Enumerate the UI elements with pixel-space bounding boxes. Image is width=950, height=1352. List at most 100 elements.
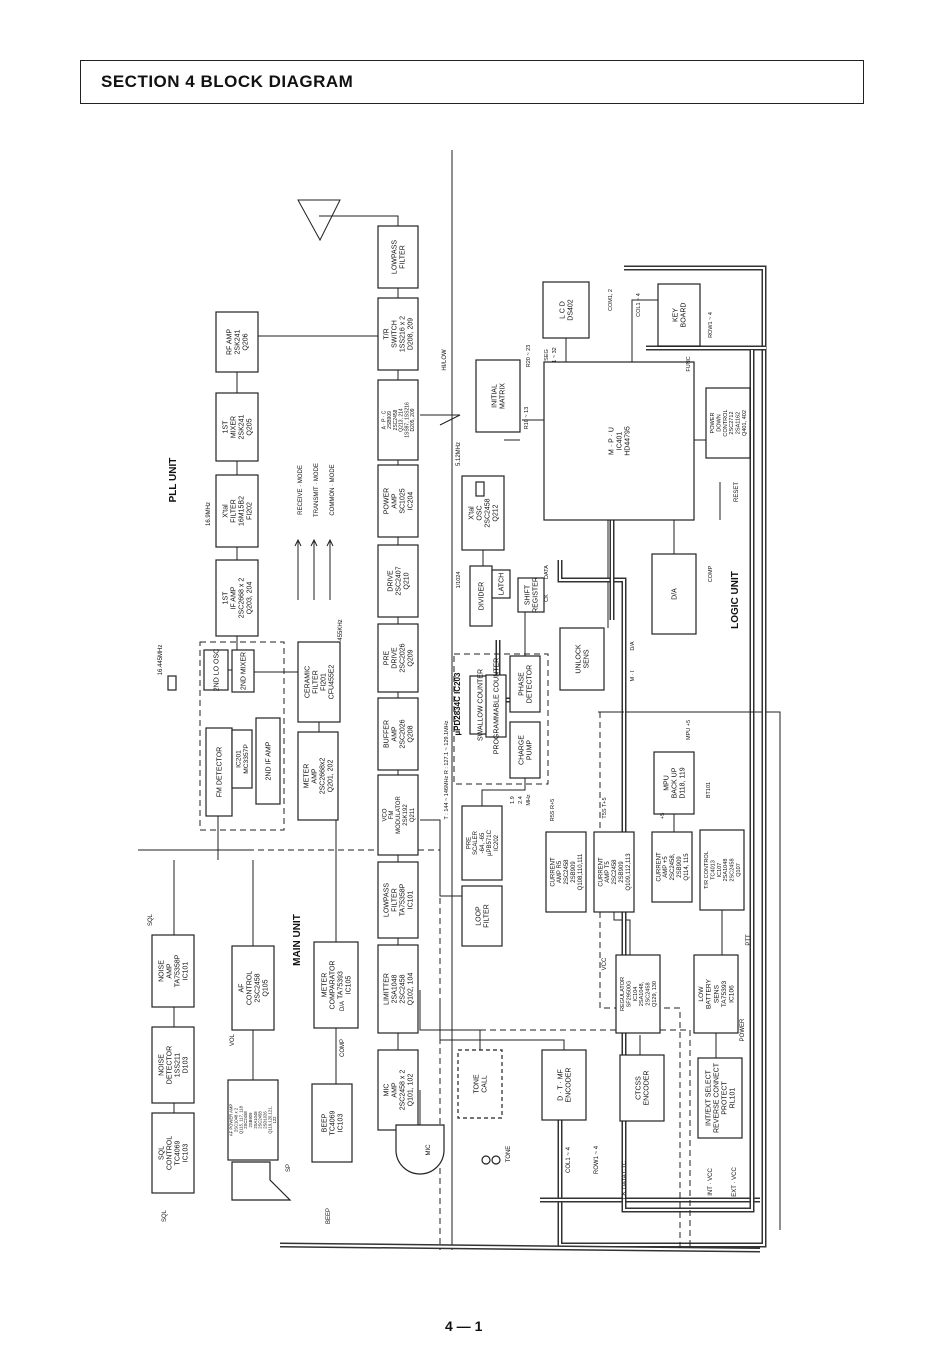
- block-label: T/R CONTROL: [704, 851, 710, 889]
- block-label: A · P · C: [381, 410, 387, 429]
- block-label: HD44795: [625, 426, 632, 456]
- block-label: CALL: [481, 1075, 488, 1093]
- block-label: 2SC2458: [484, 498, 491, 527]
- block-label: 2SB909: [248, 1112, 253, 1128]
- block-label: 2SK192: [403, 804, 409, 826]
- block-label: 2SA1048: [391, 974, 398, 1003]
- block-label: µPB571C: [487, 829, 493, 855]
- block-frame: [151, 1026, 195, 1104]
- diagram-label: MIC: [426, 1144, 432, 1156]
- block-label: Q109,112,113: [626, 853, 632, 891]
- diagram-label: 1 ~ 32: [552, 347, 558, 362]
- diagram-label: ROW1 ~ 4: [594, 1145, 600, 1174]
- diagram-label: SQL: [148, 913, 154, 926]
- block-label: 2ND MIXER: [240, 652, 247, 690]
- mode-arrow: [326, 538, 334, 600]
- block-label: TA75358P: [399, 883, 406, 916]
- block-label: FILTER: [399, 245, 406, 269]
- block-label: LOOP: [475, 906, 482, 926]
- block-label: MC3357P: [243, 744, 250, 774]
- diagram-label: FUNC: [686, 356, 692, 371]
- block-label: IC105: [346, 976, 353, 995]
- block-label: SHIFT: [524, 584, 531, 605]
- block-label: AMP: [391, 1082, 398, 1098]
- diagram-label: 1.9: [510, 796, 516, 804]
- block-frame: [651, 553, 697, 635]
- page-number: 4 — 1: [445, 1318, 483, 1334]
- diagram-label: COL1 ~ 4: [566, 1146, 572, 1173]
- block-label: Q115, 117, 118: [238, 1105, 243, 1134]
- diagram-label: TONE: [506, 1146, 512, 1163]
- block-label: MODULATOR: [396, 795, 402, 833]
- block-label: 2SC2458: [612, 859, 618, 885]
- block-label: CURRENT: [598, 857, 604, 887]
- block-label: AMP: [391, 493, 398, 509]
- block-label: TC4069: [329, 1110, 336, 1135]
- unit-boundary: [138, 849, 441, 1250]
- block-label: OSC: [476, 505, 483, 520]
- block-label: Q212: [493, 504, 500, 521]
- diagram-label: DATA: [544, 565, 550, 579]
- block-label: REGISTER: [532, 577, 539, 613]
- block-label: Q401, 402: [742, 410, 748, 436]
- speaker-icon: [231, 1161, 292, 1201]
- block-label: Q107: [736, 863, 742, 877]
- block-frame: [559, 627, 605, 691]
- diagram-label: R20 ~ 23: [526, 345, 532, 367]
- block-frame: [593, 831, 635, 913]
- block-label: Q129, 130: [652, 981, 658, 1007]
- block-label: 2SC2668x2: [319, 758, 326, 795]
- diagram-label: µPD2834C IC203: [453, 672, 462, 735]
- block-label: D205, 209: [410, 408, 416, 431]
- diagram-label: R10 ~ 13: [524, 407, 530, 429]
- block-frame: [461, 805, 503, 881]
- block-label: D/A: [671, 588, 678, 600]
- block-label: 2SD1026: [263, 1111, 268, 1129]
- block-frame: [657, 283, 701, 347]
- block-label: 2SC2668 x 2: [238, 578, 245, 619]
- block-programmable-counter: PROGRAMMABLE COUNTER: [485, 658, 507, 754]
- block-label: 2SC2026: [399, 719, 406, 748]
- block-frame: [517, 577, 545, 613]
- block-label: Q211: [410, 807, 416, 822]
- block-label: KEY: [672, 308, 679, 322]
- block-label: TONE: [473, 1074, 480, 1094]
- block-label: ENCODER: [565, 1067, 572, 1102]
- block-frame: [377, 544, 419, 618]
- block-label: CONTROL: [723, 409, 729, 436]
- diagram-label: 5.12MHz: [456, 442, 462, 466]
- crystal-icon: [167, 675, 177, 691]
- diagram-label: R5S R+5: [550, 799, 556, 821]
- block-label: DRIVE: [387, 570, 394, 592]
- block-label: IC107: [717, 863, 723, 878]
- block-frame: [215, 311, 259, 373]
- diagram-label: CK: [544, 594, 550, 602]
- block-frame: [377, 379, 419, 461]
- diagram-label: SP: [286, 1164, 292, 1172]
- diagram-label: RESET: [734, 482, 740, 502]
- block-label: IC101: [183, 962, 190, 981]
- section-header: SECTION 4 BLOCK DIAGRAM: [80, 60, 864, 104]
- crystal-icon: [475, 481, 485, 497]
- block-label: 1ST: [222, 420, 229, 434]
- block-label: PUMP: [526, 740, 533, 761]
- block-label: X'tal: [468, 506, 475, 520]
- block-divider: DIVIDER: [469, 565, 493, 627]
- block-label: 2SB909: [571, 861, 577, 883]
- block-frame: [509, 721, 541, 779]
- block-label: SWITCH: [391, 320, 398, 348]
- data-bus-inner: [559, 267, 765, 1246]
- block-frame: [377, 774, 419, 856]
